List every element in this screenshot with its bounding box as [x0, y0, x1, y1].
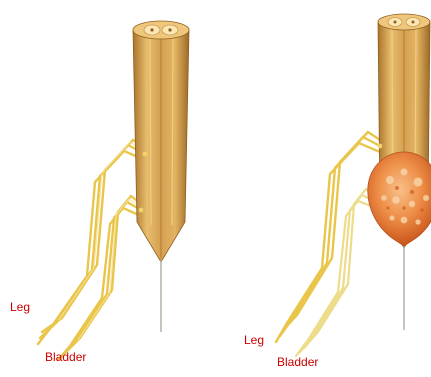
- left-shaft-cross-section: [133, 21, 189, 39]
- left-nerve-highlights: [59, 142, 145, 340]
- left-nerve-entry-lower: [139, 208, 144, 213]
- left-label-leg: Leg: [10, 300, 30, 314]
- left-nerve-bladder: [58, 196, 141, 360]
- left-nerve-entry-upper: [143, 152, 148, 157]
- right-panel: [276, 14, 431, 356]
- swollen-mass-icon: [368, 152, 431, 246]
- left-panel: [38, 21, 189, 360]
- left-label-bladder: Bladder: [45, 350, 86, 364]
- right-label-leg: Leg: [244, 333, 264, 347]
- right-shaft-cross-section: [378, 14, 430, 30]
- right-nerve-entry-upper: [378, 144, 383, 149]
- right-label-bladder: Bladder: [277, 355, 318, 369]
